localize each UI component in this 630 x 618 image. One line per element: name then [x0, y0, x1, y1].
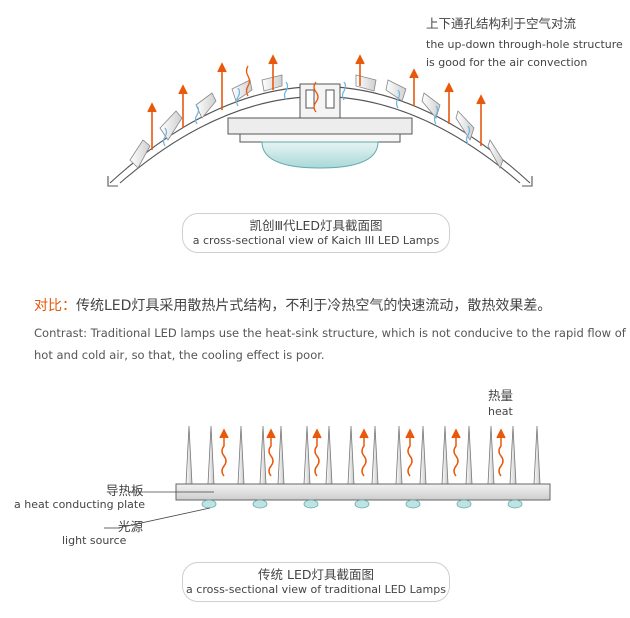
convection-arrows: [147, 54, 486, 150]
convection-note-cn: 上下通孔结构利于空气对流: [426, 16, 577, 31]
heatsink-fins: [185, 425, 541, 485]
heat-arrow: [355, 54, 365, 86]
contrast-text-en: Contrast: Traditional LED lamps use the …: [34, 326, 626, 362]
traditional-caption: 传统 LED灯具截面图 a cross-sectional view of tr…: [182, 562, 450, 602]
light-label-en: light source: [62, 534, 127, 547]
contrast-lead: 对比：: [34, 298, 76, 314]
kaich-caption-cn: 凯创Ⅲ代LED灯具截面图: [249, 218, 383, 233]
cool-air-waves: [162, 81, 471, 147]
heat-waves: [219, 428, 506, 477]
lamp-lens: [261, 141, 379, 169]
light-sources: [201, 499, 523, 509]
heat-arrow: [147, 102, 157, 150]
contrast-cn: 对比：传统LED灯具采用散热片式结构，不利于冷热空气的快速流动，散热效果差。: [34, 295, 551, 315]
heat-arrow: [444, 82, 454, 124]
kaich-caption: 凯创Ⅲ代LED灯具截面图 a cross-sectional view of K…: [182, 213, 450, 253]
plate-label-en: a heat conducting plate: [14, 498, 145, 511]
heat-label-cn: 热量: [488, 388, 514, 403]
heatsink-diagram: [104, 425, 551, 529]
kaich-caption-en: a cross-sectional view of Kaich III LED …: [192, 234, 440, 247]
through-hole-fins: [129, 74, 504, 169]
heat-conducting-plate: [175, 483, 551, 501]
rising-air-waves: [245, 65, 319, 113]
heat-arrow: [268, 54, 278, 90]
convection-note-en-1: the up-down through-hole structure: [426, 38, 623, 51]
center-heat-block: [227, 83, 413, 143]
traditional-caption-en: a cross-sectional view of traditional LE…: [186, 583, 446, 596]
kaich-lamp-diagram: [107, 54, 533, 187]
convection-note-en-2: is good for the air convection: [426, 56, 588, 69]
heat-arrow: [476, 94, 486, 146]
heat-arrow: [409, 68, 419, 106]
plate-label-cn: 导热板: [106, 483, 144, 498]
contrast-text-cn: 传统LED灯具采用散热片式结构，不利于冷热空气的快速流动，散热效果差。: [76, 298, 552, 314]
heat-label-en: heat: [488, 405, 513, 418]
traditional-caption-cn: 传统 LED灯具截面图: [258, 567, 374, 582]
heat-arrow: [217, 62, 227, 110]
light-label-cn: 光源: [118, 519, 144, 534]
heat-arrow: [178, 84, 188, 128]
leader-lines: [104, 491, 214, 529]
